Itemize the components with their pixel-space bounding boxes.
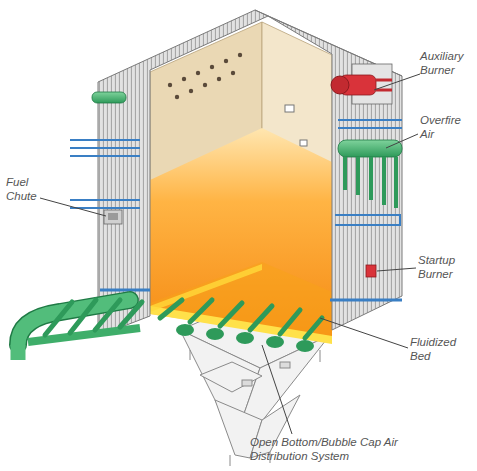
illustration-part xyxy=(356,157,360,195)
illustration-part xyxy=(343,157,347,190)
boiler-left-wall xyxy=(98,10,268,336)
illustration-part xyxy=(200,362,262,392)
illustration-part xyxy=(376,79,392,82)
illustration-part xyxy=(280,310,300,334)
illustration-part xyxy=(100,290,402,300)
illustration-part xyxy=(238,53,242,57)
illustration-part xyxy=(305,318,322,338)
illustration-part xyxy=(168,83,172,87)
illustration-part xyxy=(296,340,314,352)
illustration-part xyxy=(92,92,126,103)
fuel-chute xyxy=(104,210,122,224)
callout-label: Startup Burner xyxy=(418,254,468,281)
illustration-part xyxy=(70,300,96,333)
illustration-part xyxy=(189,89,193,93)
right-equipment xyxy=(331,64,402,277)
illustration-part xyxy=(386,134,418,148)
illustration-part xyxy=(11,345,26,360)
illustration-part xyxy=(224,59,228,63)
illustration-part xyxy=(320,350,321,362)
illustration-part xyxy=(394,157,398,208)
leader-line xyxy=(40,74,420,434)
illustration-part xyxy=(335,215,400,225)
illustration-part xyxy=(242,380,252,386)
overfire-air-header xyxy=(338,140,402,157)
illustration-part xyxy=(182,77,186,81)
illustration-part xyxy=(196,71,200,75)
illustration-part xyxy=(250,306,272,330)
illustration-part xyxy=(345,157,396,208)
illustration-part xyxy=(95,300,120,330)
illustration-part xyxy=(338,120,402,128)
illustration-part xyxy=(300,140,307,146)
illustration-part xyxy=(382,157,386,205)
wall-ports xyxy=(168,53,307,146)
illustration-part xyxy=(206,328,224,340)
callout-label: Auxiliary Burner xyxy=(420,50,477,77)
illustration-part xyxy=(230,455,231,466)
boiler-right-wall xyxy=(268,16,402,330)
illustration-part xyxy=(331,76,349,94)
illustration-part xyxy=(285,105,294,112)
illustration-part xyxy=(374,74,420,90)
illustration-part xyxy=(231,71,235,75)
illustration-part xyxy=(176,324,194,336)
illustration-part xyxy=(120,302,142,327)
illustration-part xyxy=(203,83,207,87)
illustration-part xyxy=(320,318,408,348)
illustration-part xyxy=(369,157,373,200)
callout-label: Fuel Chute xyxy=(6,176,46,203)
illustration-part xyxy=(40,198,106,216)
illustration-part xyxy=(217,77,221,81)
illustration-part xyxy=(190,300,212,322)
illustration-part xyxy=(45,300,322,338)
startup-burner xyxy=(366,265,376,277)
air-distribution-piping xyxy=(18,300,322,360)
illustration-part xyxy=(250,395,300,458)
illustration-part xyxy=(70,140,140,208)
illustration-part xyxy=(280,362,290,368)
callout-label: Open Bottom/Bubble Cap Air Distribution … xyxy=(250,436,418,463)
illustration-part xyxy=(108,213,118,220)
illustration-part xyxy=(210,65,214,69)
illustration-part xyxy=(175,95,179,99)
illustration-part xyxy=(236,332,254,344)
bed-edge xyxy=(150,306,332,344)
illustration-part xyxy=(262,345,292,434)
left-piping xyxy=(70,92,402,300)
illustration-part xyxy=(190,350,191,360)
illustration-part xyxy=(266,336,284,348)
illustration-part xyxy=(160,300,182,318)
callout-label: Fluidized Bed xyxy=(410,336,462,363)
illustration-part xyxy=(45,302,72,335)
illustration-part xyxy=(176,324,314,352)
callout-label: Overfire Air xyxy=(420,114,468,141)
illustration-part xyxy=(220,303,242,326)
illustration-part xyxy=(377,268,416,271)
fluidized-bed-surface xyxy=(150,262,332,342)
